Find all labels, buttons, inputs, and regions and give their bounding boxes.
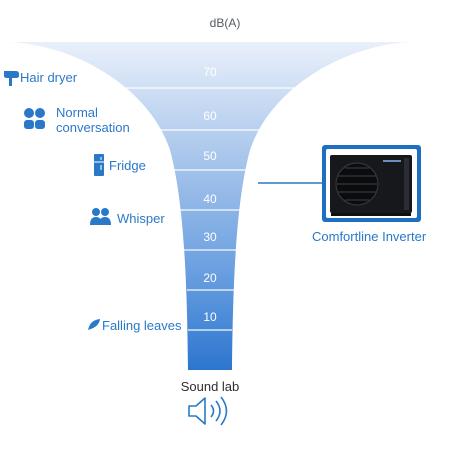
whisper-icon [90, 208, 111, 225]
funnel-divider-lines [61, 87, 349, 331]
level-label-50: 50 [203, 149, 217, 163]
speaker-icon [188, 396, 228, 426]
product-label: Comfortline Inverter [312, 229, 427, 244]
hair-dryer-icon [4, 71, 19, 86]
source-label-line: Normal [56, 105, 98, 120]
source-label-falling-leaves: Falling leaves [102, 318, 182, 333]
leaf-icon [88, 319, 100, 330]
caption-sound-lab: Sound lab [180, 379, 240, 394]
source-label-hair-dryer: Hair dryer [20, 70, 78, 85]
level-label-30: 30 [203, 230, 217, 244]
source-label-fridge: Fridge [109, 158, 146, 173]
level-label-10: 10 [203, 310, 217, 324]
fridge-icon [94, 154, 104, 176]
level-label-40: 40 [203, 192, 217, 206]
conversation-icon [24, 108, 45, 129]
source-label-line: conversation [56, 120, 130, 135]
source-label-normal-conversation: Normal conversation [56, 105, 130, 135]
source-label-whisper: Whisper [117, 211, 165, 226]
level-label-70: 70 [203, 65, 217, 79]
level-label-20: 20 [203, 271, 217, 285]
heat-pump-unit-icon [322, 145, 421, 222]
level-label-60: 60 [203, 109, 217, 123]
unit-label: dB(A) [209, 16, 241, 30]
funnel-shape [10, 42, 410, 370]
